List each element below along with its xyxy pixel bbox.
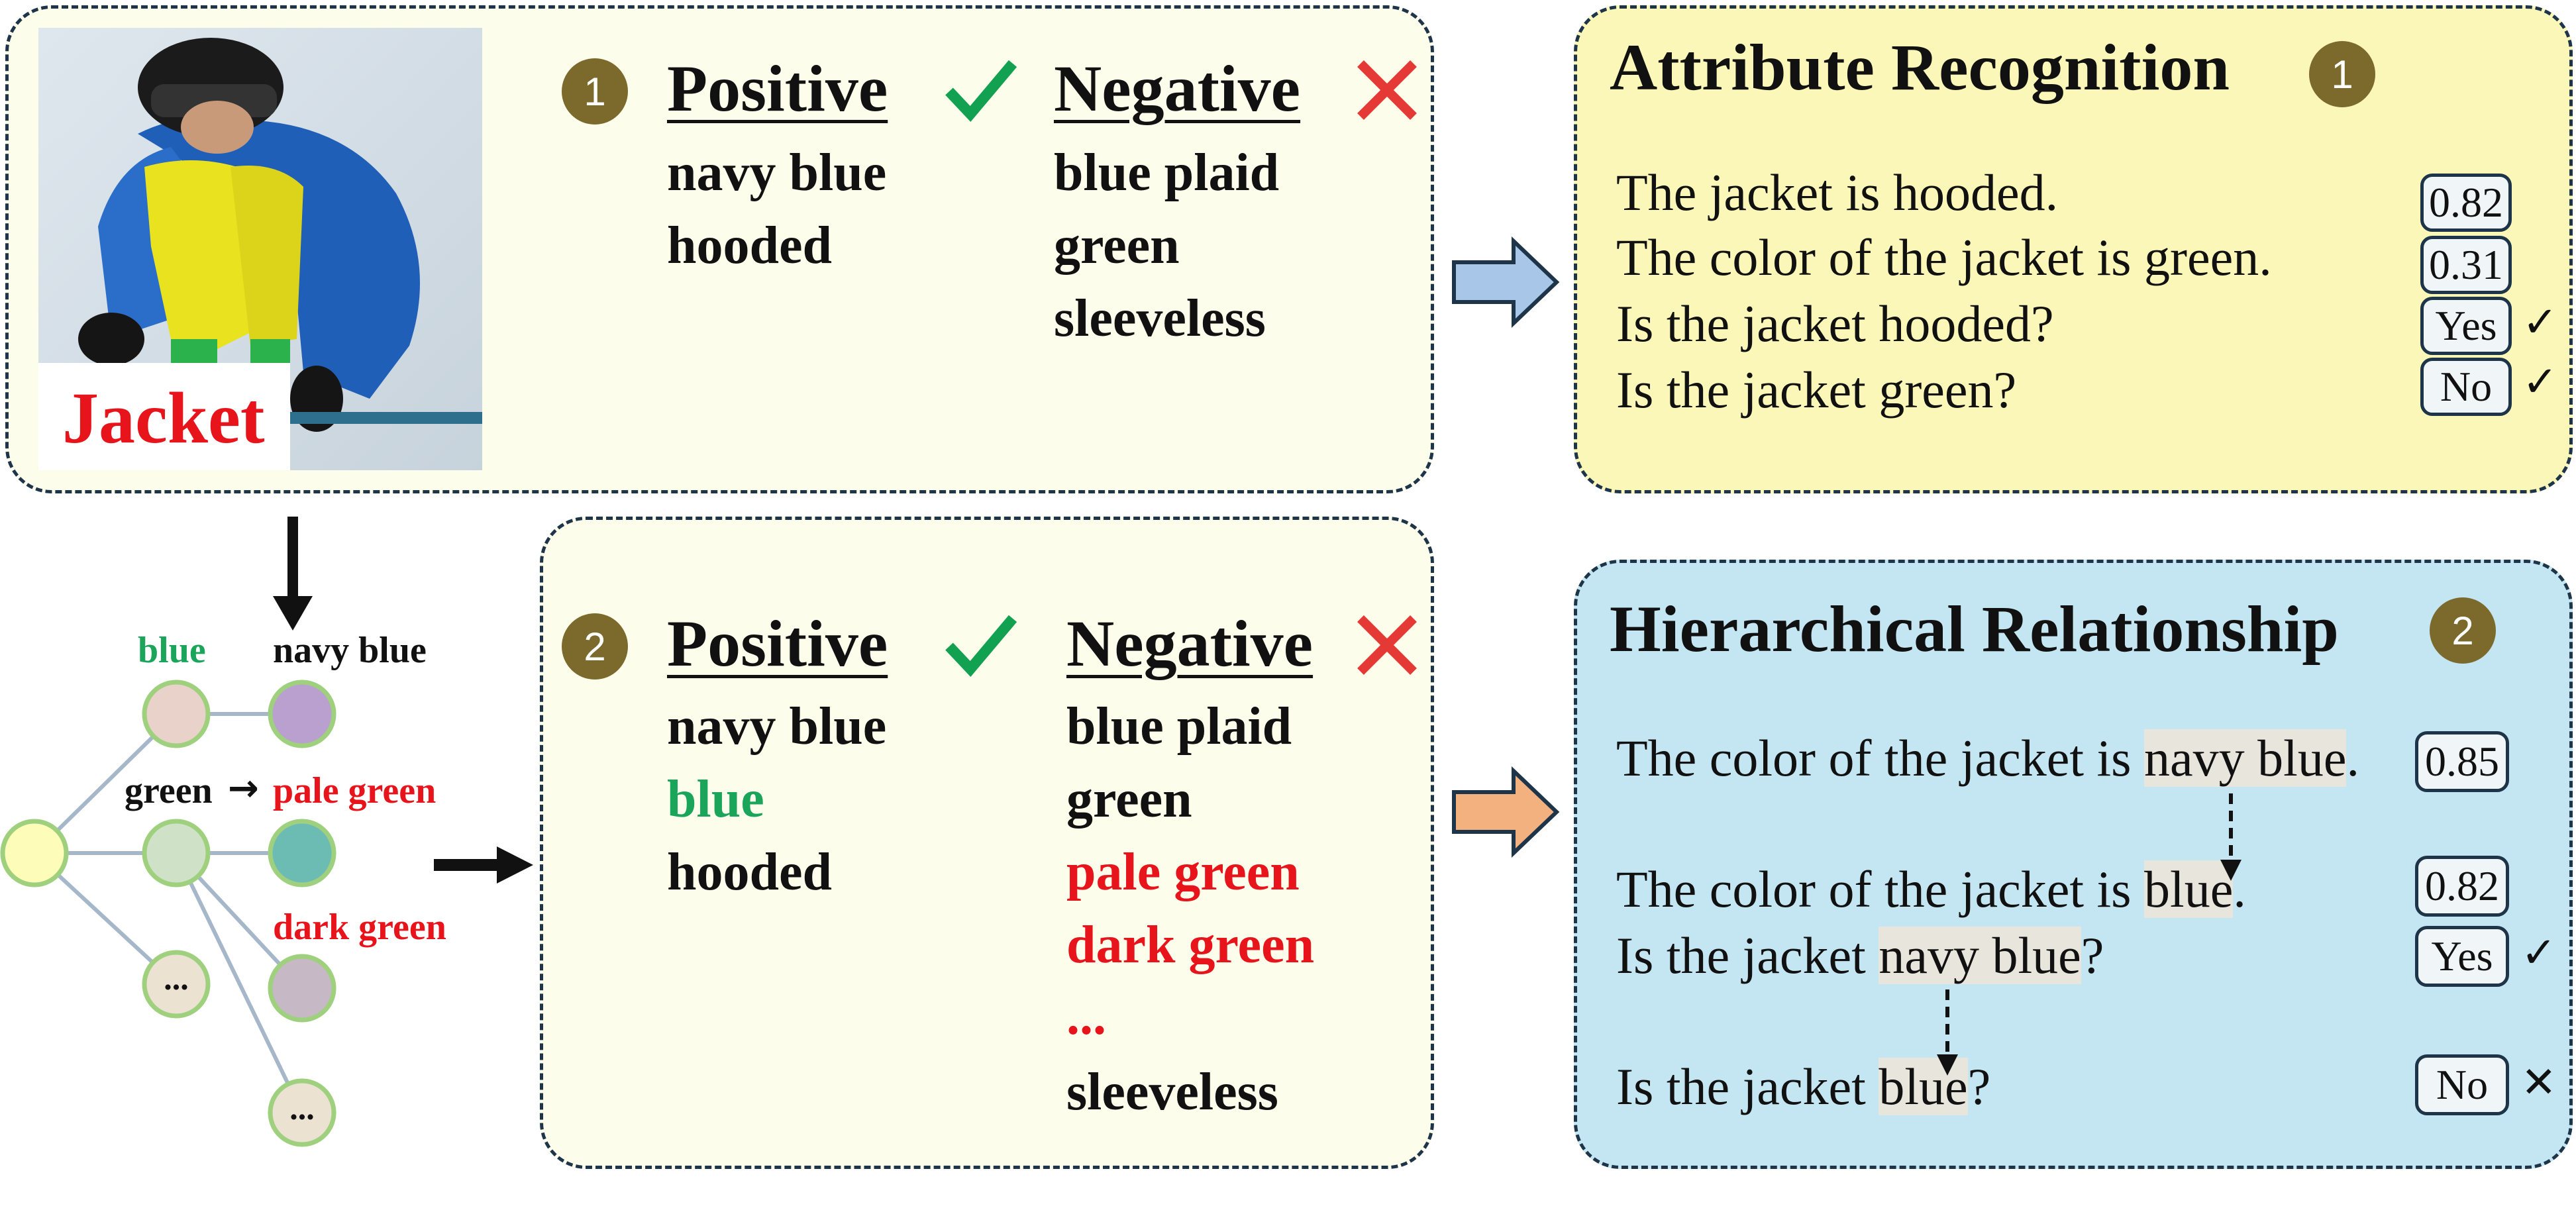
blue-node xyxy=(142,680,211,748)
more-node xyxy=(142,950,211,1019)
statement-text: Is the jacket blue? xyxy=(1616,1057,1990,1117)
negative-item: ... xyxy=(1066,987,1106,1046)
score-box: 0.31 xyxy=(2420,236,2512,294)
negative-header: Negative xyxy=(1054,52,1301,125)
check-icon xyxy=(945,60,1017,123)
positive-item: hooded xyxy=(667,217,832,275)
statement-suffix: . xyxy=(2346,729,2359,787)
answer-box: Yes xyxy=(2415,926,2509,987)
right-arrow xyxy=(434,846,533,884)
dashed-down-arrow xyxy=(2220,793,2241,881)
negative-item: green xyxy=(1066,770,1192,829)
step-badge-2: 2 xyxy=(562,613,628,680)
positive-item: hooded xyxy=(667,843,832,901)
statement-text: Is the jacket green? xyxy=(1616,361,2017,419)
negative-item: sleeveless xyxy=(1054,289,1266,348)
statement-suffix: ? xyxy=(1967,1058,1991,1115)
root-node xyxy=(0,819,69,887)
negative-header: Negative xyxy=(1066,607,1314,680)
positive-negative-panel-2 xyxy=(540,517,1434,1169)
cross-icon xyxy=(1357,615,1417,675)
tree-label-dark-green: dark green xyxy=(273,907,446,948)
statement-text: Is the jacket hooded? xyxy=(1616,295,2054,352)
statement-prefix: Is the jacket xyxy=(1616,927,1879,984)
orange-arrow xyxy=(1452,766,1560,858)
image-caption-box xyxy=(38,363,290,470)
highlight-term: blue xyxy=(2144,860,2234,918)
statement-text: The color of the jacket is green. xyxy=(1616,228,2272,286)
positive-item: navy blue xyxy=(667,144,887,202)
negative-item: dark green xyxy=(1066,916,1315,974)
green-node xyxy=(142,819,211,887)
score-box: 0.82 xyxy=(2420,174,2512,232)
statement-text: The jacket is hooded. xyxy=(1616,164,2059,221)
more-node xyxy=(268,1078,336,1147)
tree-label-blue: blue xyxy=(138,630,206,671)
ellipsis-label: ... xyxy=(289,1089,315,1127)
attribute-recognition-title: Attribute Recognition xyxy=(1610,30,2230,104)
negative-item: green xyxy=(1054,217,1180,275)
correct-mark: ✓ xyxy=(2521,929,2557,978)
negative-item: blue plaid xyxy=(1066,697,1292,756)
score-box: 0.82 xyxy=(2415,856,2509,917)
statement-text: Is the jacket navy blue? xyxy=(1616,926,2104,986)
correct-mark: ✓ xyxy=(2522,298,2558,347)
answer-box: Yes xyxy=(2420,297,2512,355)
tree-arrow: → xyxy=(228,767,259,810)
step-badge-1: 1 xyxy=(2309,41,2375,107)
step-badge-2: 2 xyxy=(2430,597,2496,664)
statement-text: The color of the jacket is blue. xyxy=(1616,860,2246,919)
blue-arrow xyxy=(1452,236,1560,329)
highlight-term: navy blue xyxy=(1879,927,2081,984)
check-icon xyxy=(945,615,1017,678)
statement-prefix: The color of the jacket is xyxy=(1616,729,2145,787)
attribute-hierarchy-tree xyxy=(0,680,336,1147)
negative-item: blue plaid xyxy=(1054,144,1280,202)
tree-label-green: green xyxy=(125,770,213,811)
highlight-term: navy blue xyxy=(2144,729,2347,787)
attribute-recognition-panel xyxy=(1574,5,2573,493)
statement-prefix: The color of the jacket is xyxy=(1616,860,2145,918)
down-arrow xyxy=(273,517,313,631)
hierarchical-relationship-title: Hierarchical Relationship xyxy=(1610,592,2339,666)
correct-mark: ✓ xyxy=(2522,358,2558,407)
score-box: 0.85 xyxy=(2415,731,2509,792)
incorrect-mark: ✕ xyxy=(2521,1058,2557,1107)
dashed-down-arrow xyxy=(1937,989,1958,1076)
statement-suffix: . xyxy=(2233,860,2246,918)
positive-header: Positive xyxy=(667,607,888,680)
positive-item: navy blue xyxy=(667,697,887,756)
positive-header: Positive xyxy=(667,52,888,125)
statement-text: The color of the jacket is navy blue. xyxy=(1616,729,2359,788)
answer-box: No xyxy=(2420,358,2512,416)
positive-item: blue xyxy=(667,770,764,829)
pale-green-node xyxy=(268,819,336,887)
statement-suffix: ? xyxy=(2081,927,2104,984)
negative-item: pale green xyxy=(1066,843,1300,901)
cross-icon xyxy=(1357,60,1417,120)
ellipsis-label: ... xyxy=(164,960,189,997)
hierarchical-relationship-panel xyxy=(1574,560,2573,1169)
tree-label-pale-green: pale green xyxy=(273,770,437,811)
negative-item: sleeveless xyxy=(1066,1063,1278,1121)
statement-prefix: Is the jacket xyxy=(1616,1058,1879,1115)
step-badge-1: 1 xyxy=(562,58,628,125)
image-caption: Jacket xyxy=(62,378,265,458)
highlight-term: blue xyxy=(1879,1058,1968,1115)
navy-blue-node xyxy=(268,680,336,748)
tree-label-navy-blue: navy blue xyxy=(273,630,427,671)
answer-box: No xyxy=(2415,1054,2509,1115)
dark-green-node xyxy=(268,954,336,1023)
